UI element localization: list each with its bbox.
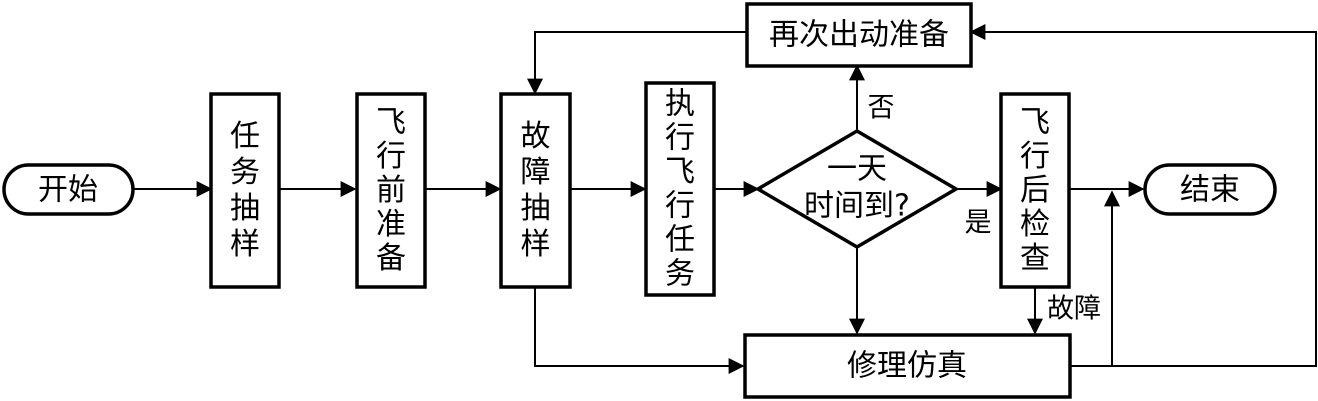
resortie-prep-box (745, 2, 973, 68)
edge-repair-to-resortie (969, 24, 1317, 367)
decision-label-line2: 时间到? (804, 189, 910, 224)
end-label: 结束 (1180, 173, 1240, 208)
repair-sim-box (743, 333, 1072, 399)
edge-label-yes: 是 (965, 208, 992, 239)
resortie-prep-label: 再次出动准备 (769, 18, 949, 53)
repair-sim-label: 修理仿真 (847, 349, 967, 384)
task-sampling-label: 任务抽样 (230, 119, 260, 262)
postflight-check-box (999, 92, 1071, 289)
time-decision-diamond (754, 128, 960, 250)
start-label: 开始 (38, 173, 98, 208)
decision-label-line1: 一天 (827, 152, 887, 187)
edge-resortie-to-fault-sampling (527, 31, 747, 95)
start-terminal (2, 163, 135, 216)
execute-flight-box (644, 81, 716, 297)
edge-repair-to-end-junction (1070, 190, 1120, 367)
edge-label-fault: 故障 (1047, 294, 1101, 325)
execute-flight-label: 执行飞行任务 (665, 87, 695, 292)
preflight-prep-box (355, 92, 427, 289)
end-terminal (1143, 163, 1277, 216)
postflight-check-label: 飞行后检查 (1020, 105, 1050, 276)
fault-sampling-box (499, 92, 572, 289)
edge-fault-sampling-to-repair (534, 287, 745, 374)
preflight-prep-label: 飞行前准备 (376, 105, 406, 276)
edge-label-no: 否 (868, 93, 895, 124)
task-sampling-box (209, 92, 281, 289)
fault-sampling-label: 故障抽样 (521, 119, 551, 262)
